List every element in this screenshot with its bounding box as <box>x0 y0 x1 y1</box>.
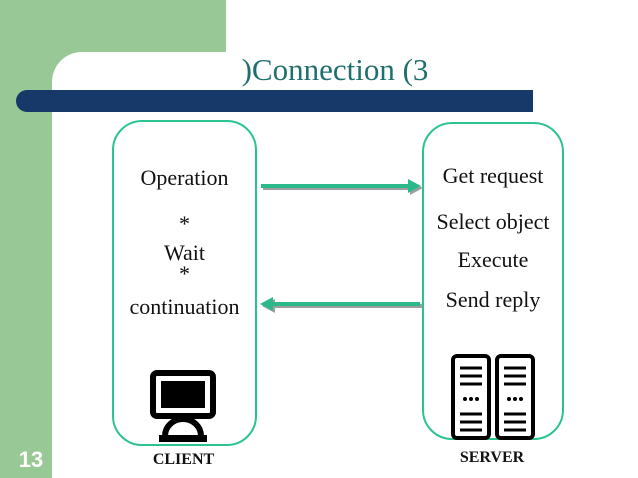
client-box: Operation * Wait * continuation <box>112 120 257 446</box>
client-line: * <box>179 261 190 286</box>
request-arrow-icon <box>261 179 424 202</box>
server-line: Select object <box>436 209 550 234</box>
slide-page-number: 13 <box>18 447 44 472</box>
server-racks-icon <box>451 354 537 446</box>
server-line: Get request <box>442 163 544 188</box>
reply-arrow-icon <box>259 297 424 320</box>
server-caption: SERVER <box>459 449 525 466</box>
desktop-computer-icon <box>148 369 218 448</box>
client-line: Wait <box>164 240 205 265</box>
client-caption: CLIENT <box>152 451 215 468</box>
server-line: Send reply <box>445 287 541 312</box>
client-line: continuation <box>129 294 240 319</box>
client-line: Operation <box>140 165 229 190</box>
slide-title: )Connection (3 <box>241 52 429 87</box>
client-line: * <box>179 211 190 236</box>
title-underline-bar <box>16 90 533 112</box>
server-line: Execute <box>457 247 529 272</box>
server-box: Get request Select object Execute Send r… <box>422 122 564 440</box>
